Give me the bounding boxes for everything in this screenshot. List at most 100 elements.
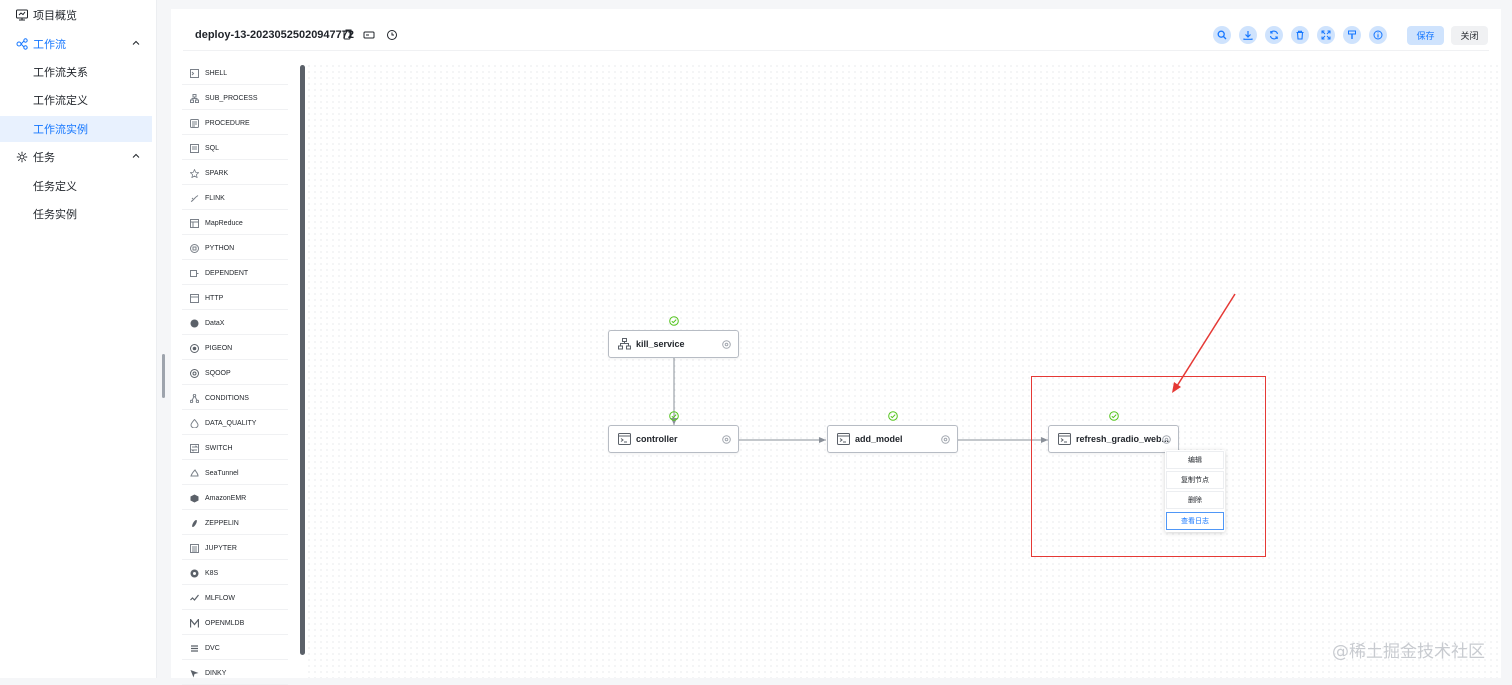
palette-label: CONDITIONS xyxy=(205,395,249,402)
palette-item-switch[interactable]: SWITCH xyxy=(182,438,288,460)
node-context-menu: 编辑 复制节点 删除 查看日志 xyxy=(1165,450,1225,532)
nav-item-task[interactable]: 任务 xyxy=(0,144,152,170)
node-label: refresh_gradio_web... xyxy=(1076,434,1170,444)
palette-item-sub-process[interactable]: SUB_PROCESS xyxy=(182,88,288,110)
palette-item-dinky[interactable]: DINKY xyxy=(182,663,288,685)
palette-item-sql[interactable]: SQL xyxy=(182,138,288,160)
nav-item-task-definition[interactable]: 任务定义 xyxy=(0,173,152,199)
palette-item-mlflow[interactable]: MLFLOW xyxy=(182,588,288,610)
palette-item-data-quality[interactable]: DATA_QUALITY xyxy=(182,413,288,435)
palette-item-conditions[interactable]: CONDITIONS xyxy=(182,388,288,410)
context-menu-view-log[interactable]: 查看日志 xyxy=(1166,512,1224,530)
context-menu-edit[interactable]: 编辑 xyxy=(1166,451,1224,469)
gear-icon[interactable] xyxy=(722,435,731,444)
context-menu-copy-node[interactable]: 复制节点 xyxy=(1166,471,1224,489)
jupyter-icon xyxy=(190,544,199,553)
nav-item-task-instance[interactable]: 任务实例 xyxy=(0,201,152,227)
nav-label: 工作流关系 xyxy=(33,67,88,79)
download-button[interactable] xyxy=(1239,26,1257,44)
flink-icon xyxy=(190,195,199,202)
refresh-button[interactable] xyxy=(1265,26,1283,44)
clock-icon[interactable] xyxy=(386,29,398,41)
palette-item-dependent[interactable]: DEPENDENT xyxy=(182,263,288,285)
search-button[interactable] xyxy=(1213,26,1231,44)
nav-item-workflow-instance[interactable]: 工作流实例 xyxy=(0,116,152,142)
palette-label: SeaTunnel xyxy=(205,470,239,477)
fullscreen-icon xyxy=(1321,30,1331,40)
save-button[interactable]: 保存 xyxy=(1407,26,1444,45)
dvc-icon xyxy=(191,645,198,652)
palette-item-zeppelin[interactable]: ZEPPELIN xyxy=(182,513,288,535)
palette-label: ZEPPELIN xyxy=(205,520,239,527)
palette-item-shell[interactable]: SHELL xyxy=(182,63,288,85)
fullscreen-button[interactable] xyxy=(1317,26,1335,44)
palette-item-http[interactable]: HTTP xyxy=(182,288,288,310)
gear-icon[interactable] xyxy=(722,340,731,349)
nav-label: 工作流实例 xyxy=(33,124,88,136)
workflow-editor: deploy-13-20230525020947772 保存 关闭 xyxy=(171,9,1501,685)
dag-node-kill-service[interactable]: kill_service xyxy=(608,330,739,358)
delete-icon xyxy=(1296,30,1304,40)
dag-node-add-model[interactable]: add_model xyxy=(827,425,958,453)
nav-label: 任务实例 xyxy=(33,209,77,221)
node-label: add_model xyxy=(855,434,903,444)
annotation-highlight-box xyxy=(1031,376,1266,557)
palette-label: MLFLOW xyxy=(205,595,235,602)
palette-label: DEPENDENT xyxy=(205,270,249,277)
palette-item-pigeon[interactable]: PIGEON xyxy=(182,338,288,360)
palette-item-sqoop[interactable]: SQOOP xyxy=(182,363,288,385)
nav-item-workflow-relation[interactable]: 工作流关系 xyxy=(0,59,152,85)
palette-item-python[interactable]: PYTHON xyxy=(182,238,288,260)
nav-item-workflow-definition[interactable]: 工作流定义 xyxy=(0,87,152,113)
nav-item-project-overview[interactable]: 项目概览 xyxy=(0,2,152,28)
palette-label: SQOOP xyxy=(205,370,231,377)
palette-label: SUB_PROCESS xyxy=(205,95,258,102)
palette-label: SWITCH xyxy=(205,445,233,452)
gear-icon[interactable] xyxy=(1162,435,1171,444)
palette-label: PYTHON xyxy=(205,245,235,252)
palette-label: K8S xyxy=(205,570,219,577)
sub-process-icon xyxy=(618,338,631,350)
dashboard-icon xyxy=(16,9,28,21)
chevron-up-icon xyxy=(132,40,140,45)
context-menu-delete[interactable]: 删除 xyxy=(1166,491,1224,509)
palette-item-procedure[interactable]: PROCEDURE xyxy=(182,113,288,135)
palette-label: FLINK xyxy=(205,195,225,202)
dag-node-controller[interactable]: controller xyxy=(608,425,739,453)
palette-item-dvc[interactable]: DVC xyxy=(182,638,288,660)
sqoop-icon xyxy=(190,369,199,378)
palette-item-mapreduce[interactable]: MapReduce xyxy=(182,213,288,235)
palette-item-k8s[interactable]: K8S xyxy=(182,563,288,585)
palette-item-amazonemr[interactable]: AmazonEMR xyxy=(182,488,288,510)
palette-item-spark[interactable]: SPARK xyxy=(182,163,288,185)
terminal-icon xyxy=(837,433,850,445)
variables-icon[interactable] xyxy=(363,29,375,41)
nav-item-workflow[interactable]: 工作流 xyxy=(0,31,152,57)
palette-label: SQL xyxy=(205,145,220,152)
success-status-icon xyxy=(888,411,898,421)
format-button[interactable] xyxy=(1343,26,1361,44)
workflow-title: deploy-13-20230525020947772 xyxy=(195,29,355,41)
chevron-up-icon xyxy=(132,153,140,158)
palette-item-openmldb[interactable]: OPENMLDB xyxy=(182,613,288,635)
dag-canvas[interactable]: kill_service controller add_model refres… xyxy=(306,63,1501,678)
nav-label: 任务定义 xyxy=(33,181,77,193)
dag-node-refresh-gradio-web[interactable]: refresh_gradio_web... xyxy=(1048,425,1179,453)
palette-item-jupyter[interactable]: JUPYTER xyxy=(182,538,288,560)
success-status-icon xyxy=(669,411,679,421)
palette-scrollbar[interactable] xyxy=(300,65,305,655)
palette-item-seatunnel[interactable]: SeaTunnel xyxy=(182,463,288,485)
dinky-icon xyxy=(190,670,199,678)
workflow-icon xyxy=(16,38,28,50)
palette-item-flink[interactable]: FLINK xyxy=(182,188,288,210)
palette-item-datax[interactable]: DataX xyxy=(182,313,288,335)
copy-icon[interactable] xyxy=(341,29,353,41)
conditions-icon xyxy=(190,394,199,403)
spark-icon xyxy=(190,169,199,178)
gear-icon[interactable] xyxy=(941,435,950,444)
nav-label: 工作流定义 xyxy=(33,95,88,107)
close-button[interactable]: 关闭 xyxy=(1451,26,1488,45)
delete-button[interactable] xyxy=(1291,26,1309,44)
nav-scrollbar[interactable] xyxy=(162,354,165,398)
info-button[interactable] xyxy=(1369,26,1387,44)
